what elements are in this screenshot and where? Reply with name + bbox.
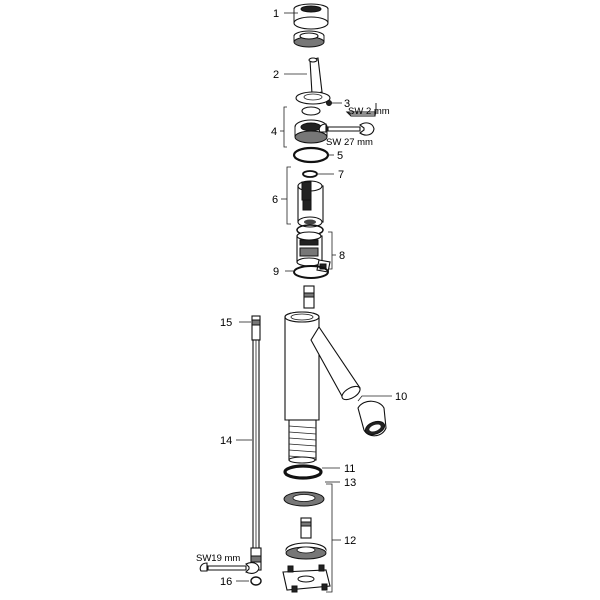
- callout-10: 10: [395, 391, 407, 403]
- callout-4: 4: [271, 126, 277, 138]
- leader-lines: [236, 12, 392, 593]
- callout-1: 1: [273, 8, 279, 20]
- callout-14: 14: [220, 435, 232, 447]
- part-5-oring: [292, 146, 330, 164]
- wrench-27-size-label: SW 27 mm: [326, 137, 373, 148]
- callout-8: 8: [339, 250, 345, 262]
- part-4-nut: [294, 106, 375, 144]
- wrench-27-icon: [318, 122, 375, 136]
- callout-15: 15: [220, 317, 232, 329]
- part-12-fixing-set: [282, 517, 331, 593]
- callout-16: 16: [220, 576, 232, 588]
- callout-9: 9: [273, 266, 279, 278]
- part-1-cap: [293, 3, 329, 48]
- faucet-body: [284, 285, 361, 464]
- callout-11: 11: [344, 463, 355, 475]
- callout-7: 7: [338, 169, 344, 181]
- part-2-lever: [295, 57, 331, 105]
- tool-labels: SW 2 mm SW 27 mm SW19 mm: [196, 106, 390, 564]
- callout-6: 6: [272, 194, 278, 206]
- part-10-aerator: [357, 400, 387, 437]
- part-8-assembly: [293, 224, 331, 279]
- callout-labels: 1 2 3 4 5 6 7 8 9 10 11 13 12 15 14 16: [220, 8, 407, 588]
- callout-3: 3: [344, 98, 350, 110]
- wrench-19-icon: [199, 562, 260, 574]
- callout-13: 13: [344, 477, 356, 489]
- allen-key-size-label: SW 2 mm: [348, 106, 390, 117]
- wrench-19-size-label: SW19 mm: [196, 553, 240, 564]
- callout-12: 12: [344, 535, 356, 547]
- part-13-washer: [283, 491, 325, 507]
- part-14-hose: [199, 315, 262, 586]
- callout-2: 2: [273, 69, 279, 81]
- part-6-cartridge: [297, 170, 324, 228]
- callout-5: 5: [337, 150, 343, 162]
- part-11-oring: [283, 464, 323, 480]
- thread-lines: [288, 425, 317, 459]
